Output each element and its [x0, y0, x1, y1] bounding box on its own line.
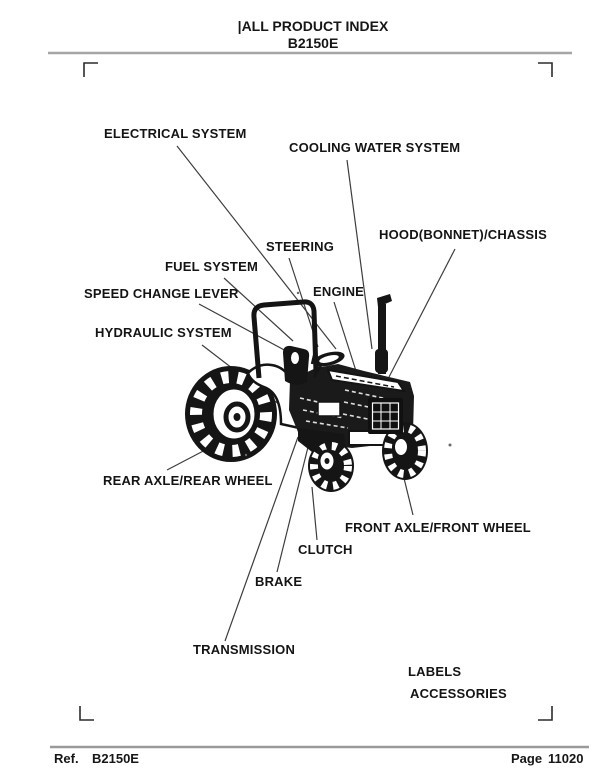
part-label-rear-axle-rear-wheel[interactable]: REAR AXLE/REAR WHEEL	[103, 473, 273, 488]
part-label-engine[interactable]: ENGINE	[313, 284, 365, 299]
scan-specks	[244, 291, 452, 457]
leader-line-transmission	[224, 436, 299, 642]
part-label-hood-bonnet-chassis[interactable]: HOOD(BONNET)/CHASSIS	[379, 227, 547, 242]
leader-line-hood-bonnet-chassis	[388, 248, 456, 378]
part-label-cooling-water-system[interactable]: COOLING WATER SYSTEM	[289, 140, 461, 155]
leader-line-engine	[333, 301, 357, 372]
part-label-fuel-system[interactable]: FUEL SYSTEM	[165, 259, 258, 274]
leader-line-brake	[276, 438, 311, 573]
page-header: |ALL PRODUCT INDEX B2150E	[26, 18, 600, 51]
hood-vent-line	[335, 375, 395, 388]
part-label-labels[interactable]: LABELS	[408, 664, 462, 679]
leader-line-electrical-system	[176, 145, 337, 350]
footer-page-value: 11020	[548, 751, 584, 766]
crop-marks	[79, 62, 553, 721]
front-wheel-left	[308, 440, 354, 492]
side-panel	[317, 401, 341, 417]
seat	[283, 345, 310, 385]
part-label-hydraulic-system[interactable]: HYDRAULIC SYSTEM	[95, 325, 232, 340]
leader-line-clutch	[311, 486, 318, 541]
part-label-brake[interactable]: BRAKE	[255, 574, 303, 589]
leader-line-speed-change-lever	[198, 303, 289, 353]
part-label-steering[interactable]: STEERING	[266, 239, 335, 254]
footer-ref-label: Ref.	[54, 751, 79, 766]
model-number: B2150E	[287, 35, 339, 51]
footer-page-label: Page	[511, 751, 543, 766]
crop-mark-top-left	[83, 62, 98, 77]
rear-wheel	[185, 366, 277, 462]
part-label-electrical-system[interactable]: ELECTRICAL SYSTEM	[104, 126, 247, 141]
engine-vent-lines	[299, 389, 394, 429]
part-label-front-axle-front-wheel[interactable]: FRONT AXLE/FRONT WHEEL	[345, 520, 531, 535]
part-label-accessories[interactable]: ACCESSORIES	[410, 686, 507, 701]
part-label-speed-change-lever[interactable]: SPEED CHANGE LEVER	[84, 286, 239, 301]
part-label-clutch[interactable]: CLUTCH	[298, 542, 353, 557]
exhaust-pipe	[375, 294, 392, 374]
steering-wheel	[313, 351, 345, 367]
footer-ref-value: B2150E	[92, 751, 139, 766]
leader-line-cooling-water-system	[346, 159, 373, 350]
rops-roll-bar	[251, 299, 319, 379]
crop-mark-bottom-right	[538, 706, 553, 721]
tractor-illustration	[185, 291, 452, 492]
part-label-transmission[interactable]: TRANSMISSION	[193, 642, 296, 657]
crop-mark-top-right	[538, 62, 553, 77]
page-title: |ALL PRODUCT INDEX	[237, 18, 389, 34]
crop-mark-bottom-left	[79, 706, 94, 721]
front-grille	[368, 398, 403, 434]
front-wheel-right	[382, 422, 428, 480]
